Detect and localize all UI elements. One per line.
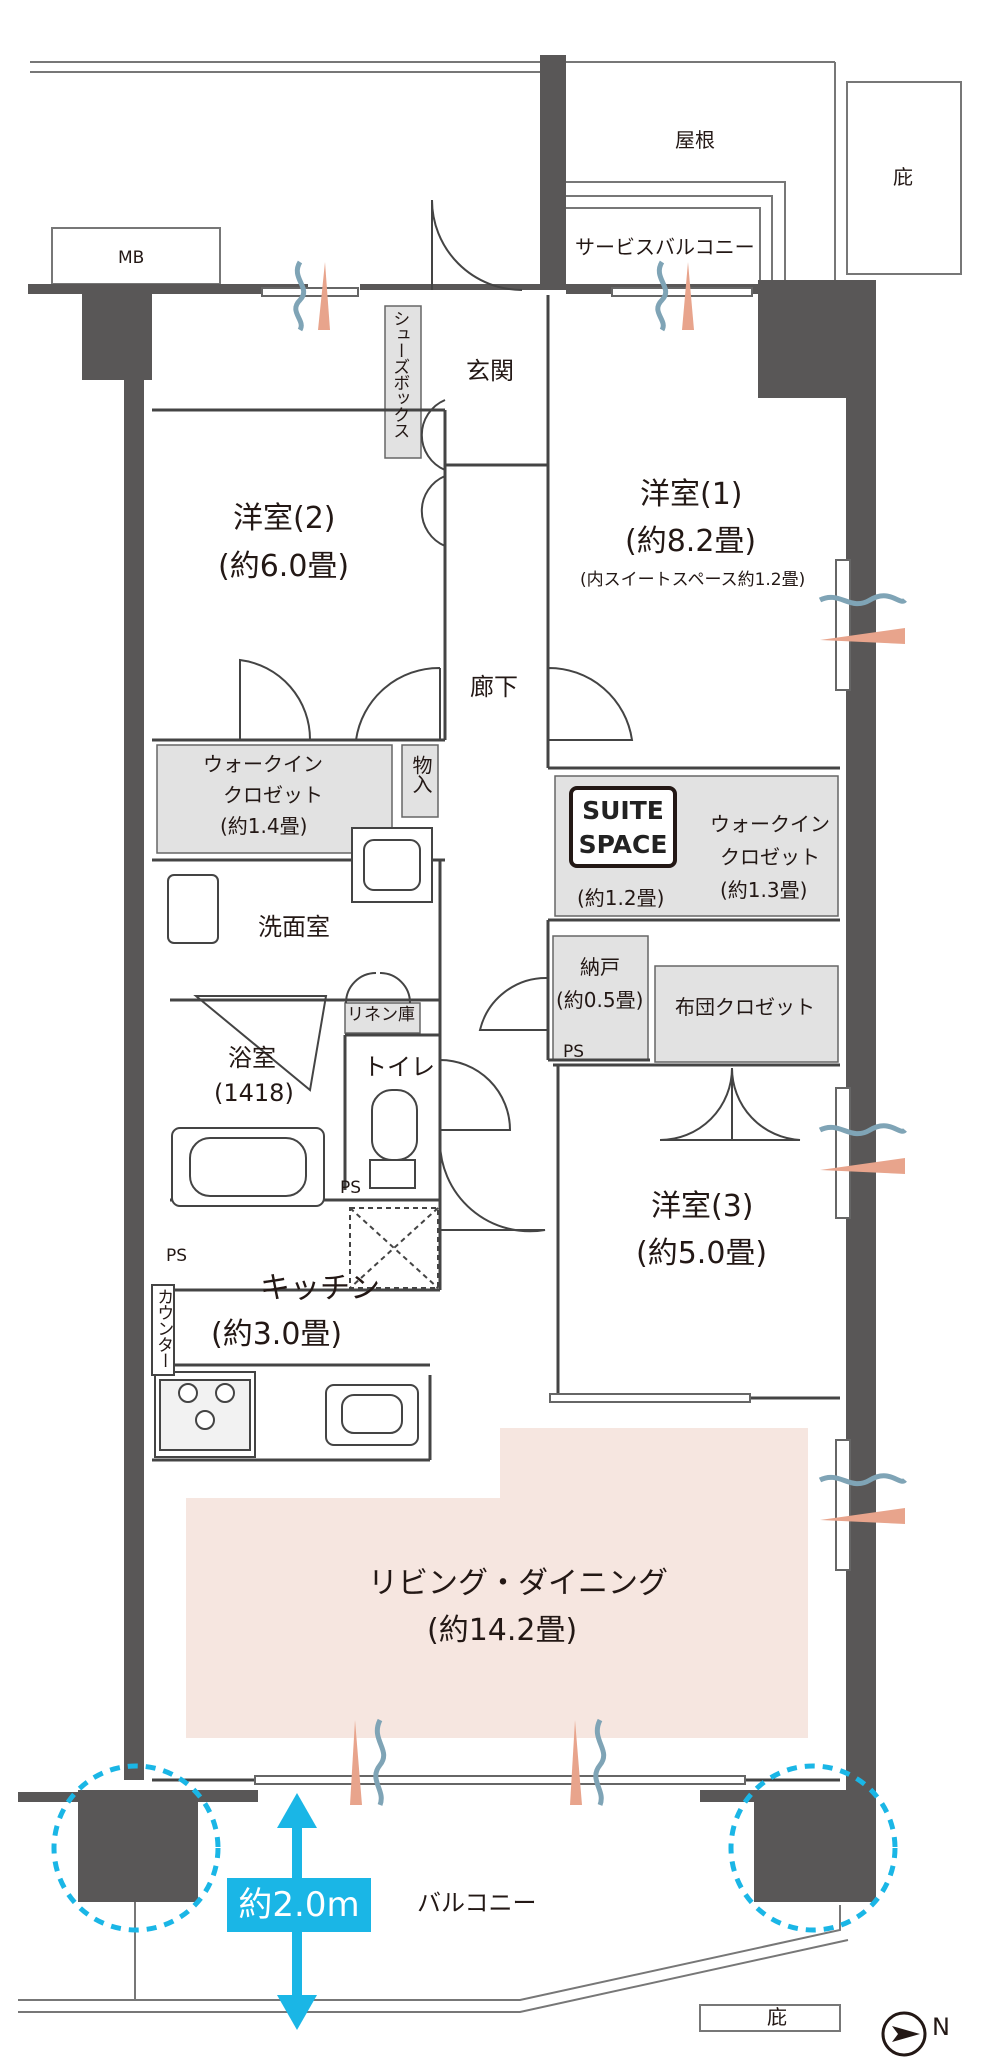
bathroom-name: 浴室 bbox=[228, 1044, 276, 1072]
column-highlights bbox=[51, 1763, 898, 1933]
futon-closet-label: 布団クロゼット bbox=[675, 995, 815, 1019]
western3-size: (約5.0畳) bbox=[636, 1236, 768, 1271]
western1-note: (内スイートスペース約1.2畳) bbox=[580, 570, 806, 590]
service-balcony-label: サービスバルコニー bbox=[575, 235, 755, 259]
balcony-label: バルコニー bbox=[417, 1889, 537, 1917]
linen-label: リネン庫 bbox=[347, 1005, 415, 1025]
nando-size: (約0.5畳) bbox=[556, 988, 644, 1012]
linen-fill bbox=[344, 1002, 421, 1034]
wic-left-line1: ウォークイン bbox=[203, 752, 323, 776]
western1-size: (約8.2畳) bbox=[625, 524, 757, 559]
windows bbox=[254, 287, 851, 1785]
toilet-label: トイレ bbox=[363, 1053, 435, 1081]
western2-name: 洋室(2) bbox=[233, 501, 336, 536]
storage-fill bbox=[401, 744, 439, 818]
wic-right-line1: ウォークイン bbox=[710, 812, 830, 836]
counter-label: カウンター bbox=[153, 1288, 174, 1368]
nando-fill bbox=[552, 935, 649, 1061]
ps-label-1: PS bbox=[340, 1178, 362, 1198]
storage-label: 物入 bbox=[409, 755, 433, 793]
top-rails bbox=[30, 61, 962, 285]
nando-name: 納戸 bbox=[580, 955, 620, 979]
airflow-marks bbox=[293, 260, 907, 1806]
ps-label-2: PS bbox=[166, 1246, 188, 1266]
western2-size: (約6.0畳) bbox=[218, 549, 350, 584]
kitchen-size: (約3.0畳) bbox=[211, 1317, 343, 1352]
suite-space-logo: SUITE SPACE bbox=[569, 786, 677, 868]
ps-label-3: PS bbox=[563, 1042, 585, 1062]
balcony-rails bbox=[18, 1902, 849, 2032]
wic-right-line2: クロゼット bbox=[720, 845, 820, 869]
eaves-top-label: 庇 bbox=[893, 165, 913, 189]
suite-space-line1: SUITE bbox=[582, 796, 664, 825]
compass-letter: N bbox=[932, 2013, 950, 2041]
mb-label: MB bbox=[118, 248, 145, 268]
living-size: (約14.2畳) bbox=[427, 1613, 578, 1648]
north-compass: N bbox=[880, 2010, 960, 2062]
living-name: リビング・ダイニング bbox=[368, 1566, 668, 1601]
suite-space-size: (約1.2畳) bbox=[577, 886, 665, 910]
fixtures bbox=[151, 827, 439, 1458]
bathroom-size: (1418) bbox=[214, 1079, 294, 1107]
kitchen-name: キッチン bbox=[260, 1271, 380, 1306]
doors bbox=[193, 199, 801, 1233]
shoebox-fill bbox=[384, 305, 422, 459]
corridor-label: 廊下 bbox=[470, 673, 518, 701]
eaves-bottom-label: 庇 bbox=[767, 2005, 787, 2029]
wic-left-size: (約1.4畳) bbox=[220, 814, 308, 838]
roof-label: 屋根 bbox=[675, 128, 715, 152]
balcony-depth-label: 約2.0m bbox=[227, 1878, 371, 1932]
wic-right-size: (約1.3畳) bbox=[720, 878, 808, 902]
futon-fill bbox=[654, 965, 839, 1063]
wic-left-line2: クロゼット bbox=[223, 783, 323, 807]
living-dining-area bbox=[186, 1428, 808, 1738]
suite-space-line2: SPACE bbox=[578, 830, 668, 859]
entrance-label: 玄関 bbox=[466, 357, 514, 385]
shoe-box-label: シューズボックス bbox=[389, 310, 410, 438]
western1-name: 洋室(1) bbox=[640, 477, 743, 512]
western3-name: 洋室(3) bbox=[651, 1189, 754, 1224]
compass-icon bbox=[881, 2011, 927, 2057]
washroom-label: 洗面室 bbox=[258, 913, 330, 941]
